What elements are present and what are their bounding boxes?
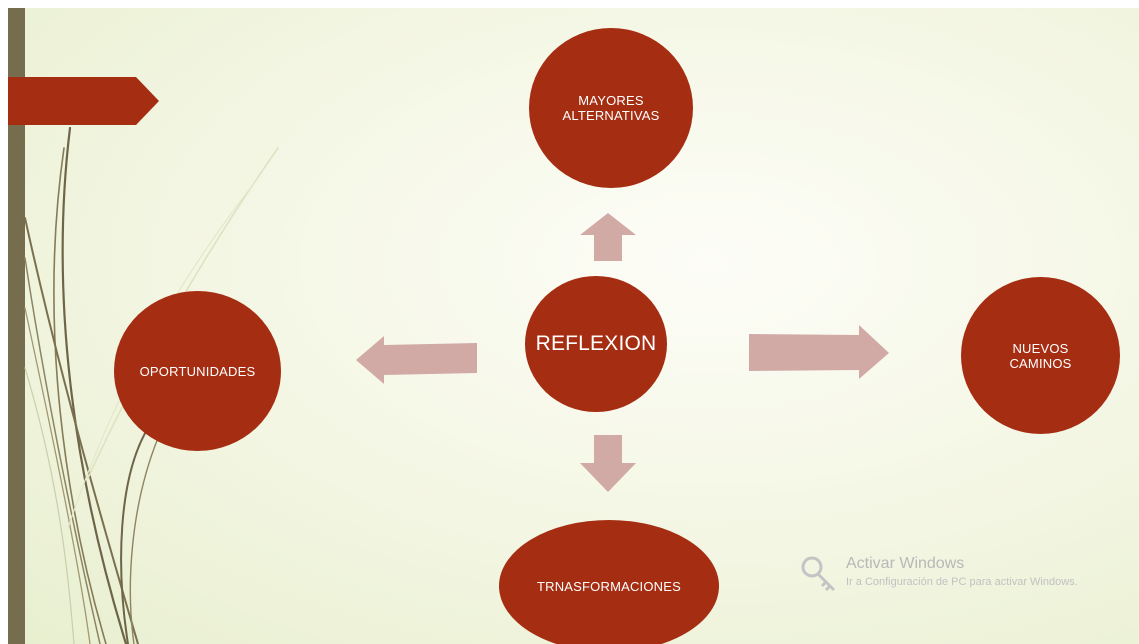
node-nuevos-caminos: NUEVOS CAMINOS: [961, 277, 1120, 434]
watermark-subtitle: Ir a Configuración de PC para activar Wi…: [846, 576, 1078, 588]
node-right-line-1: NUEVOS: [1012, 340, 1069, 356]
arrow-right: [749, 325, 889, 379]
node-left-label: OPORTUNIDADES: [139, 363, 256, 379]
activation-watermark: Activar Windows Ir a Configuración de PC…: [800, 553, 1139, 603]
arrow-up: [580, 213, 636, 261]
slide: MAYORES ALTERNATIVAS REFLEXION OPORTUNID…: [8, 8, 1139, 644]
left-accent-bar: [8, 8, 25, 644]
node-reflexion: REFLEXION: [525, 276, 667, 412]
node-trnasformaciones: TRNASFORMACIONES: [499, 520, 719, 644]
node-center-label: REFLEXION: [535, 332, 657, 355]
node-right-line-2: CAMINOS: [1009, 355, 1072, 371]
title-tab-shape: [8, 77, 159, 125]
key-icon: [801, 556, 836, 592]
watermark-title: Activar Windows: [846, 555, 965, 572]
node-top-line-2: ALTERNATIVAS: [562, 108, 660, 123]
node-bottom-label: TRNASFORMACIONES: [536, 578, 682, 594]
arrow-down: [580, 435, 636, 492]
node-mayores-alternativas: MAYORES ALTERNATIVAS: [529, 28, 693, 188]
arrow-left: [356, 336, 477, 384]
node-oportunidades: OPORTUNIDADES: [114, 291, 281, 451]
node-top-line-1: MAYORES: [578, 93, 644, 108]
